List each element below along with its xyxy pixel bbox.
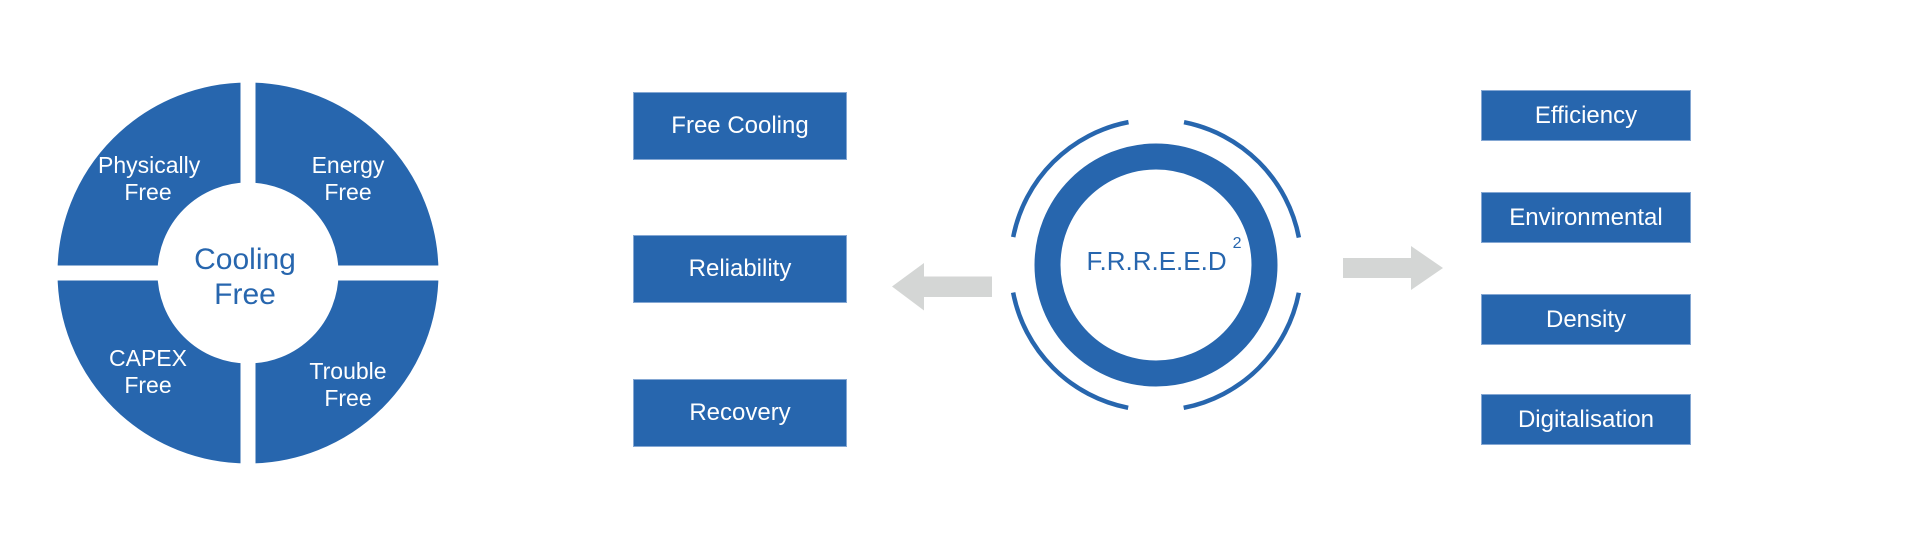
pill-environmental: Environmental [1481,192,1691,243]
pill-density-label: Density [1545,305,1627,333]
pill-free-cooling: Free Cooling [633,92,847,160]
pill-free-cooling-label: Free Cooling [671,112,809,139]
pill-density: Density [1481,294,1691,345]
hub-thick-ring [1034,143,1278,387]
pill-digitalisation-label: Digitalisation [1517,405,1655,433]
donut-segment-label-capex-free: CAPEX Free [109,345,187,398]
donut-divider-vertical [240,73,256,473]
donut-center-label: Cooling Free [194,243,296,311]
pill-efficiency-label: Efficiency [1534,101,1638,129]
donut-segment-label-trouble-free: Trouble Free [309,358,387,411]
donut-segment-label-energy-free: Energy Free [311,152,385,205]
pill-environmental-label: Environmental [1509,203,1663,231]
pill-reliability: Reliability [633,235,847,303]
pill-recovery: Recovery [633,379,847,447]
pill-digitalisation: Digitalisation [1481,394,1691,445]
left-arrow-icon [892,263,992,311]
pill-recovery-label: Recovery [689,399,791,426]
frreed-hub [1008,117,1304,413]
right-arrow-shape [1343,246,1443,290]
left-arrow-shape [892,263,992,311]
right-arrow-icon [1343,246,1443,290]
donut-segment-label-physically-free: Physically Free [98,152,201,205]
pill-efficiency: Efficiency [1481,90,1691,141]
pill-reliability-label: Reliability [688,255,792,282]
cooling-free-donut [48,73,448,473]
